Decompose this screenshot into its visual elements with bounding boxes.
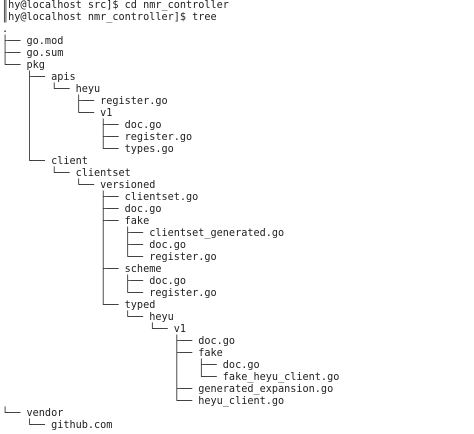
tree-item-go-mod: ├── go.mod <box>2 36 64 47</box>
tree-item-fake-clientset-generated: │ ├── clientset_generated.go <box>2 228 285 239</box>
tree-item-vendor: └── vendor <box>2 408 64 419</box>
tree-item-generated-expansion: ├── generated_expansion.go <box>2 384 334 395</box>
tree-item-fake-heyu-client: │ └── fake_heyu_client.go <box>2 372 340 383</box>
tree-item-typed-fake-doc: │ ├── doc.go <box>2 360 260 371</box>
tree-root: . <box>2 24 9 35</box>
tree-item-apis-heyu-v1: │ └── v1 <box>2 108 113 119</box>
tree-item-scheme-register: │ └── register.go <box>2 288 217 299</box>
tree-item-typed-v1-fake: ├── fake <box>2 348 223 359</box>
tree-item-apis-v1-register: │ ├── register.go <box>2 132 193 143</box>
tree-item-typed-v1-doc: ├── doc.go <box>2 336 236 347</box>
tree-item-fake-register: │ └── register.go <box>2 252 217 263</box>
tree-item-heyu-client: └── heyu_client.go <box>2 396 285 407</box>
tree-item-fake: ├── fake <box>2 216 150 227</box>
tree-item-typed-heyu: └── heyu <box>2 312 174 323</box>
tree-item-fake-doc: │ ├── doc.go <box>2 240 187 251</box>
tree-item-scheme: ├── scheme <box>2 264 162 275</box>
terminal-line-prompt-tree: ║hy@localhost nmr_controller]$ tree <box>2 12 217 23</box>
tree-item-apis-heyu-register: │ ├── register.go <box>2 96 168 107</box>
tree-item-clientset-go: ├── clientset.go <box>2 192 199 203</box>
tree-item-clientset: └── clientset <box>2 168 131 179</box>
terminal-output: ║hy@localhost src]$ cd nmr_controller║hy… <box>2 0 339 432</box>
tree-item-apis-v1-types: │ └── types.go <box>2 144 174 155</box>
tree-item-versioned-doc: ├── doc.go <box>2 204 162 215</box>
tree-item-apis-heyu: │ └── heyu <box>2 84 101 95</box>
tree-item-go-sum: ├── go.sum <box>2 48 64 59</box>
tree-item-scheme-doc: │ ├── doc.go <box>2 276 187 287</box>
tree-item-apis-v1-doc: │ ├── doc.go <box>2 120 162 131</box>
tree-item-typed: └── typed <box>2 300 156 311</box>
tree-item-apis: ├── apis <box>2 72 76 83</box>
tree-item-client: └── client <box>2 156 88 167</box>
tree-item-github-com: └── github.com <box>2 420 113 431</box>
terminal-line-prompt-cd: ║hy@localhost src]$ cd nmr_controller <box>2 0 229 11</box>
tree-item-pkg: └── pkg <box>2 60 45 71</box>
tree-item-typed-heyu-v1: └── v1 <box>2 324 187 335</box>
tree-item-versioned: └── versioned <box>2 180 156 191</box>
